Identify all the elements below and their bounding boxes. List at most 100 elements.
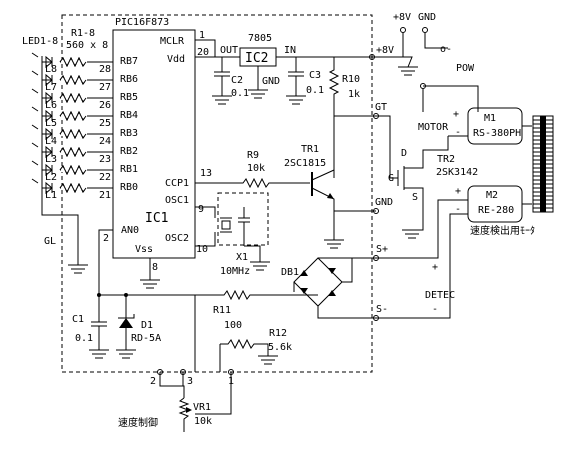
resnet-ref: R1-8 bbox=[71, 28, 95, 39]
pow-label: POW bbox=[456, 63, 475, 74]
ic1-pin-24: 24 bbox=[99, 136, 111, 147]
pow-wires bbox=[422, 85, 479, 112]
c1-symbol bbox=[91, 294, 218, 350]
ic1-pin-20: 20 bbox=[197, 47, 209, 58]
vr1-ref: VR1 bbox=[193, 402, 211, 413]
led-l8-label: L8 bbox=[45, 64, 57, 75]
tr1-leads bbox=[311, 169, 335, 240]
ic1-osc2-label: OSC2 bbox=[165, 233, 189, 244]
crystal-caps bbox=[238, 207, 250, 246]
db1-diodes bbox=[300, 268, 336, 296]
tr2-ref: TR2 bbox=[437, 154, 455, 165]
r10-ref: R10 bbox=[342, 74, 360, 85]
ic1-mclr-label: MCLR bbox=[160, 36, 185, 47]
tr2-d: D bbox=[401, 148, 407, 159]
db1-wires bbox=[293, 257, 376, 319]
m2-ref: M2 bbox=[486, 190, 498, 201]
crystal-gnd bbox=[250, 261, 270, 271]
ic1-pin-28: 28 bbox=[99, 64, 111, 75]
m2-caption: 速度検出用ﾓｰﾀ bbox=[470, 224, 535, 237]
ic1-vdd-label: Vdd bbox=[167, 54, 185, 65]
ic1-pin-9: 9 bbox=[198, 204, 204, 215]
xtal-ref: X1 bbox=[236, 252, 248, 263]
r9-value: 10k bbox=[247, 163, 265, 174]
ic1-pin-2: 2 bbox=[103, 233, 109, 244]
led-l2-label: L2 bbox=[45, 172, 57, 183]
tr1-part: 2SC1815 bbox=[284, 158, 326, 169]
r12-value: 5.6k bbox=[268, 342, 292, 353]
tr2-s: S bbox=[412, 192, 418, 203]
splus-label: S+ bbox=[376, 244, 388, 255]
tr2-g: G bbox=[388, 173, 394, 184]
ic1-pin-10: 10 bbox=[196, 244, 208, 255]
reg-in-label: IN bbox=[284, 45, 296, 56]
gt-label: GT bbox=[375, 102, 387, 113]
gl-ground-symbol bbox=[68, 264, 88, 274]
c1-value: 0.1 bbox=[75, 333, 93, 344]
ic1-pin-13: 13 bbox=[200, 168, 212, 179]
gl-label: GL bbox=[44, 236, 56, 247]
ic1-port-rb0: RB0 bbox=[120, 182, 138, 193]
led-light-arrows bbox=[31, 52, 39, 184]
tr2-gate bbox=[397, 166, 405, 190]
tr1-ref: TR1 bbox=[301, 144, 319, 155]
ic1-ccp1-label: CCP1 bbox=[165, 178, 189, 189]
ic1-port-rb3: RB3 bbox=[120, 128, 138, 139]
motor-label: MOTOR bbox=[418, 122, 449, 133]
led-l3-label: L3 bbox=[45, 154, 57, 165]
detec-label: DETEC bbox=[425, 290, 455, 301]
ic1-vss-label: Vss bbox=[135, 244, 153, 255]
led-l4-label: L4 bbox=[45, 136, 57, 147]
c2-value: 0.1 bbox=[231, 88, 249, 99]
vr1-pin3: 3 bbox=[187, 376, 193, 387]
crystal-symbol bbox=[221, 220, 231, 230]
junction-an0 bbox=[97, 293, 101, 297]
reg-gnd-symbol bbox=[248, 89, 268, 99]
d1-ref: D1 bbox=[141, 320, 153, 331]
tr1-gnd bbox=[324, 239, 344, 249]
top-gnd-symbol bbox=[398, 56, 418, 76]
m1-plus: + bbox=[453, 109, 459, 120]
ic1-pin-27: 27 bbox=[99, 82, 111, 93]
gnd-label-inner: GND bbox=[375, 197, 393, 208]
r12-ref: R12 bbox=[269, 328, 287, 339]
sminus-label: S- bbox=[376, 304, 388, 315]
resnet-value: 560 x 8 bbox=[66, 40, 108, 51]
terminal-8v-top bbox=[400, 27, 406, 33]
vr1-value: 10k bbox=[194, 416, 212, 427]
c3-symbol bbox=[288, 57, 304, 96]
ic1-pin-23: 23 bbox=[99, 154, 111, 165]
ic1-body bbox=[112, 29, 196, 259]
d1-bar bbox=[118, 314, 135, 319]
terminal-gnd-top bbox=[422, 27, 428, 33]
led-l1-label: L1 bbox=[45, 190, 57, 201]
gnd-label-top: GND bbox=[418, 12, 436, 23]
reg-part-label: 7805 bbox=[248, 33, 272, 44]
reg-wires bbox=[257, 56, 400, 90]
vr1-caption: 速度制御 bbox=[118, 416, 158, 429]
vss-gnd bbox=[140, 279, 160, 289]
m1-minus: - bbox=[455, 127, 461, 138]
led-common-line bbox=[41, 56, 79, 265]
vr1-pin2-terminal bbox=[157, 369, 163, 375]
ic1-port-rb2: RB2 bbox=[120, 146, 138, 157]
detec-minus: - bbox=[432, 304, 438, 315]
v8-label-inner: +8V bbox=[376, 45, 394, 56]
terminal-8v bbox=[369, 54, 375, 60]
detec-plus: + bbox=[432, 262, 438, 273]
vdd-wire bbox=[195, 39, 240, 58]
r10-value: 1k bbox=[348, 89, 360, 100]
ic2-ref: IC2 bbox=[245, 51, 268, 66]
xtal-value: 10MHz bbox=[220, 266, 250, 277]
c3-ref: C3 bbox=[309, 70, 321, 81]
ic1-pin-21: 21 bbox=[99, 190, 111, 201]
r10-symbol bbox=[328, 57, 340, 178]
ic1-pin-26: 26 bbox=[99, 100, 111, 111]
m2-plus: + bbox=[455, 186, 461, 197]
r11-ref: R11 bbox=[213, 305, 231, 316]
d1-part: RD-5A bbox=[131, 333, 161, 344]
d1-gnd bbox=[116, 349, 136, 359]
an0-wire bbox=[98, 229, 113, 295]
v8-label-top: +8V bbox=[393, 12, 411, 23]
